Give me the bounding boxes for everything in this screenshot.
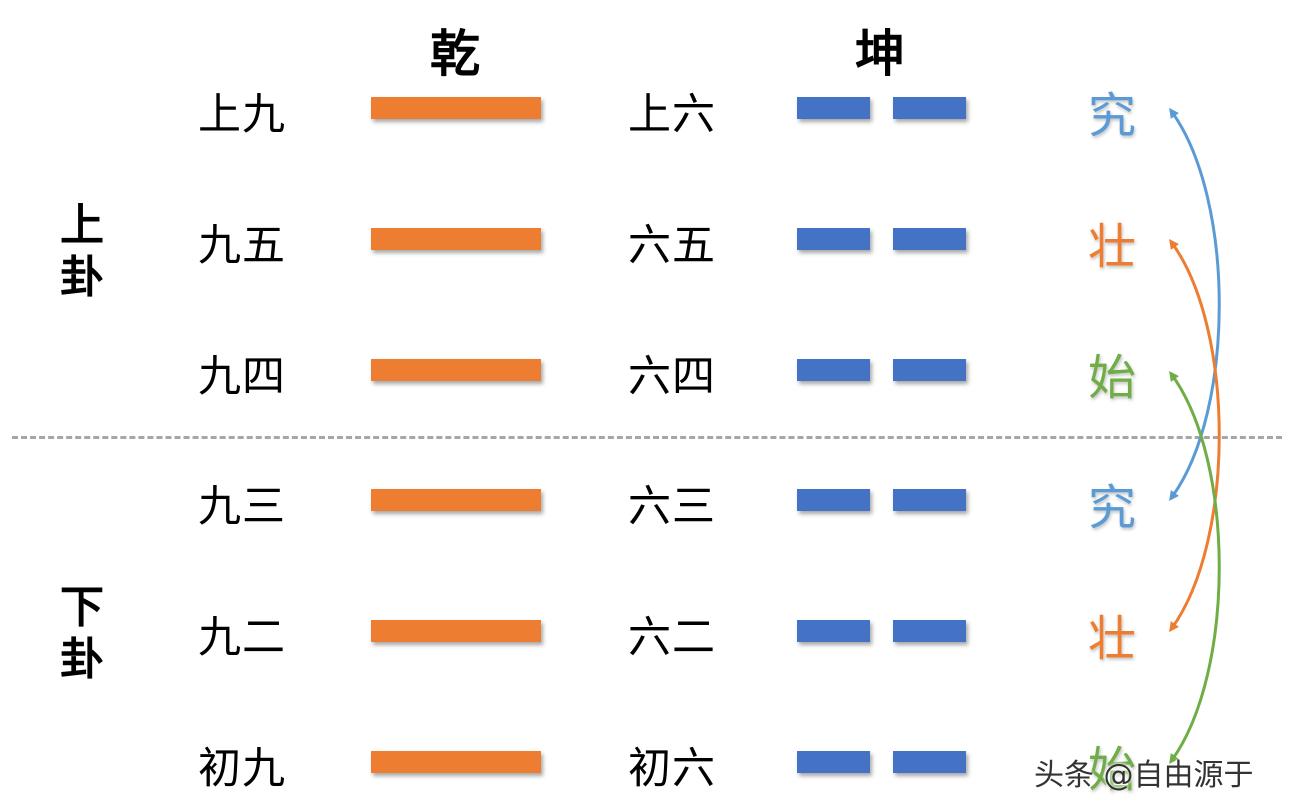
upper-trigram-label: 上 卦: [58, 200, 106, 304]
yin-line-bar-left: [797, 751, 870, 773]
stage-label: 始: [1088, 742, 1137, 798]
yang-line-bar: [371, 228, 541, 250]
kun-line-name: 六五: [628, 221, 716, 271]
stage-label: 始: [1088, 350, 1137, 406]
yin-line-bar-right: [893, 751, 966, 773]
upper-trigram-label-text: 上: [60, 200, 104, 251]
yin-line-bar-right: [893, 489, 966, 511]
yin-line-bar-right: [893, 228, 966, 250]
yin-line-bar-right: [893, 620, 966, 642]
qian-line-name: 上九: [198, 90, 286, 140]
yin-line-bar-left: [797, 97, 870, 119]
yang-line-bar: [371, 751, 541, 773]
watermark: 头条 @自由源于: [1034, 758, 1254, 793]
shi-link-arrow: [1169, 370, 1221, 765]
kun-line-name: 六四: [628, 352, 716, 402]
trigram-divider: [12, 436, 1282, 439]
stage-label: 壮: [1088, 611, 1137, 667]
qian-line-name: 九五: [198, 221, 286, 271]
qian-line-name: 九二: [198, 613, 286, 663]
stage-label: 究: [1088, 480, 1137, 536]
yang-line-bar: [371, 489, 541, 511]
yin-line-bar-left: [797, 489, 870, 511]
kun-line-name: 六三: [628, 482, 716, 532]
qian-line-name: 九四: [198, 352, 286, 402]
stage-label: 壮: [1088, 219, 1137, 275]
jiu-link-arrow: [1169, 107, 1221, 502]
lower-trigram-label: 下 卦: [58, 582, 106, 686]
zhuang-link-arrow: [1169, 238, 1221, 633]
yang-line-bar: [371, 620, 541, 642]
kun-line-name: 上六: [628, 90, 716, 140]
yin-line-bar-left: [797, 228, 870, 250]
qian-line-name: 九三: [198, 482, 286, 532]
lower-trigram-label-text-2: 卦: [60, 634, 104, 685]
kun-line-name: 六二: [628, 613, 716, 663]
qian-line-name: 初九: [198, 744, 286, 794]
kun-line-name: 初六: [628, 744, 716, 794]
header-kun: 坤: [855, 25, 905, 83]
yin-line-bar-left: [797, 620, 870, 642]
yang-line-bar: [371, 97, 541, 119]
header-qian: 乾: [430, 25, 480, 83]
lower-trigram-label-text: 下: [60, 582, 104, 633]
yang-line-bar: [371, 359, 541, 381]
yin-line-bar-right: [893, 97, 966, 119]
yin-line-bar-left: [797, 359, 870, 381]
upper-trigram-label-text-2: 卦: [60, 252, 104, 303]
stage-label: 究: [1088, 88, 1137, 144]
yin-line-bar-right: [893, 359, 966, 381]
